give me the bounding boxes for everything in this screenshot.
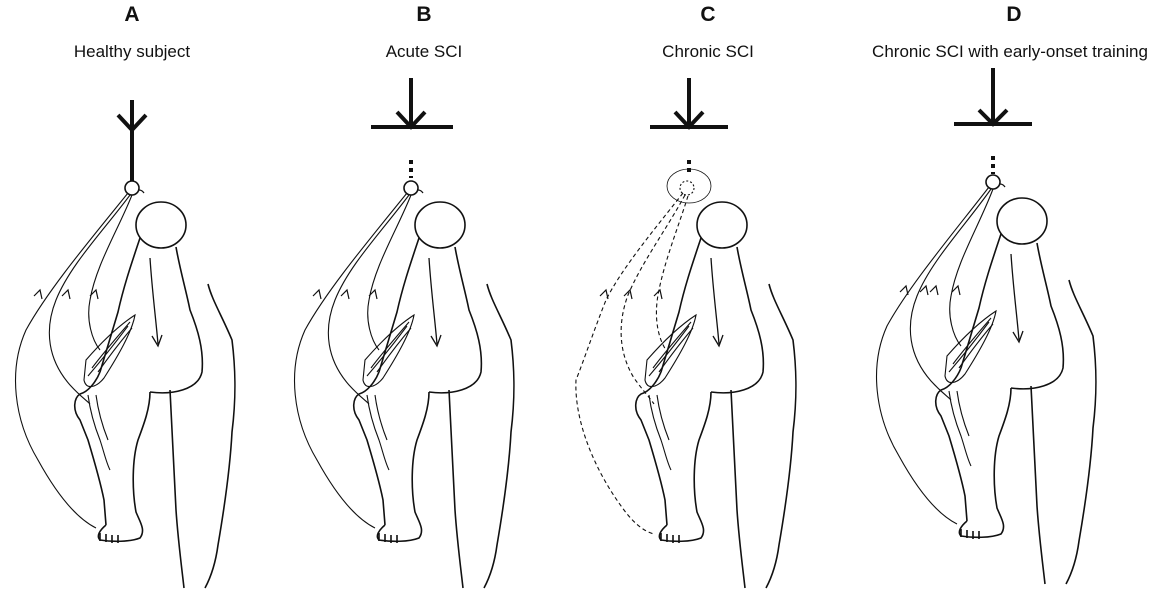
- panel-c: C Chronic SCI: [584, 0, 876, 592]
- motor-pathway: [711, 258, 719, 344]
- motor-pathway: [429, 258, 437, 344]
- muscle-bundle: [84, 315, 135, 387]
- sensory-pathways: [576, 193, 688, 534]
- panel-illustration: [876, 0, 1168, 592]
- panel-illustration: [584, 0, 876, 592]
- panel-a: A Healthy subject: [0, 0, 292, 592]
- descending-input-arrow: [118, 100, 146, 181]
- spinal-neuron: [680, 181, 694, 195]
- muscle-bundle: [945, 311, 996, 383]
- degeneration-zone: [667, 169, 711, 203]
- blocked-descending-input: [954, 68, 1032, 174]
- panel-illustration: [0, 0, 292, 592]
- panel-illustration: [292, 0, 584, 592]
- sensory-pathways: [877, 187, 993, 524]
- motor-pathway: [1011, 254, 1019, 340]
- body-outline: [936, 198, 1096, 584]
- spinal-neuron: [125, 181, 139, 195]
- blocked-descending-input: [371, 78, 453, 178]
- panel-b: B Acute SCI: [292, 0, 584, 592]
- blocked-descending-input: [650, 78, 728, 172]
- muscle-bundle: [363, 315, 414, 387]
- body-outline: [354, 202, 514, 588]
- body-outline: [636, 202, 796, 588]
- motor-pathway: [150, 258, 158, 344]
- muscle-bundle: [645, 315, 696, 387]
- spinal-neuron: [986, 175, 1000, 189]
- body-outline: [75, 202, 235, 588]
- panel-d: D Chronic SCI with early-onset training: [876, 0, 1168, 592]
- spinal-neuron: [404, 181, 418, 195]
